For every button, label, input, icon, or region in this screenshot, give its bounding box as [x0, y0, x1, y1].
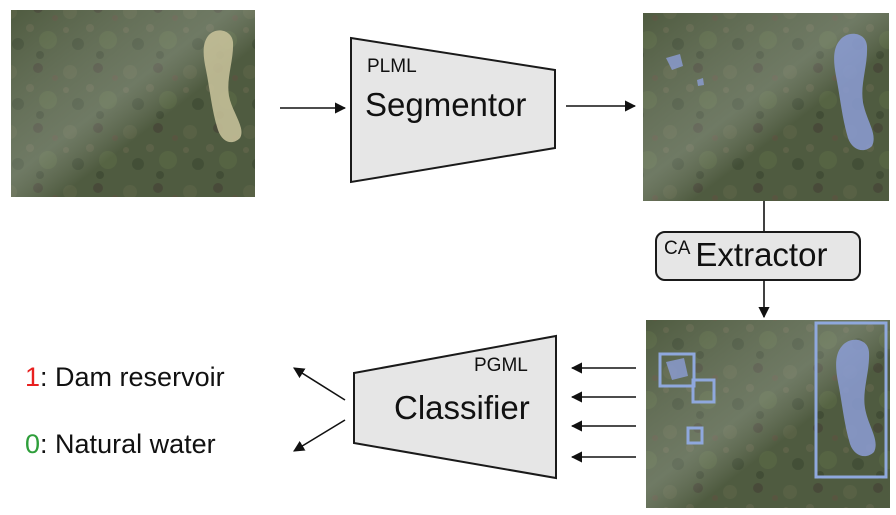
- arrow-to-output-1: [293, 367, 346, 401]
- water-mask-small: [666, 54, 683, 70]
- output-label-0: Natural water: [55, 429, 216, 459]
- water-body-raw: [203, 30, 242, 143]
- segmentor-prefix: PLML: [367, 56, 417, 77]
- output-code-1: 1: [25, 362, 41, 392]
- output-label-1: Dam reservoir: [55, 362, 225, 392]
- classifier-label: Classifier: [394, 389, 530, 426]
- output-sep-1: :: [40, 362, 56, 392]
- segmentor-label: Segmentor: [365, 86, 527, 123]
- classifier-block: [353, 334, 557, 480]
- extracted-regions-image: [646, 320, 890, 508]
- input-satellite-image: [11, 10, 255, 197]
- segmented-satellite-image: [643, 13, 889, 201]
- extractor-prefix: CA: [664, 238, 691, 259]
- extractor-label: Extractor: [695, 236, 828, 273]
- water-mask-main: [834, 33, 874, 151]
- output-sep-0: :: [40, 429, 56, 459]
- segmentor-block: [350, 36, 556, 184]
- output-natural-water: 0: Natural water: [25, 431, 216, 458]
- bbox-small-1: [658, 352, 696, 388]
- water-mask-tiny: [697, 78, 704, 86]
- water-mask-main-2: [836, 339, 876, 457]
- bbox-small-2: [691, 378, 716, 404]
- extractor-block: [655, 231, 861, 281]
- bbox-small-3: [686, 426, 704, 445]
- water-mask-small-2: [666, 358, 688, 380]
- arrow-to-output-0: [293, 419, 346, 452]
- classifier-prefix: PGML: [474, 355, 528, 376]
- bbox-large: [814, 321, 888, 479]
- output-code-0: 0: [25, 429, 41, 459]
- output-dam-reservoir: 1: Dam reservoir: [25, 364, 225, 391]
